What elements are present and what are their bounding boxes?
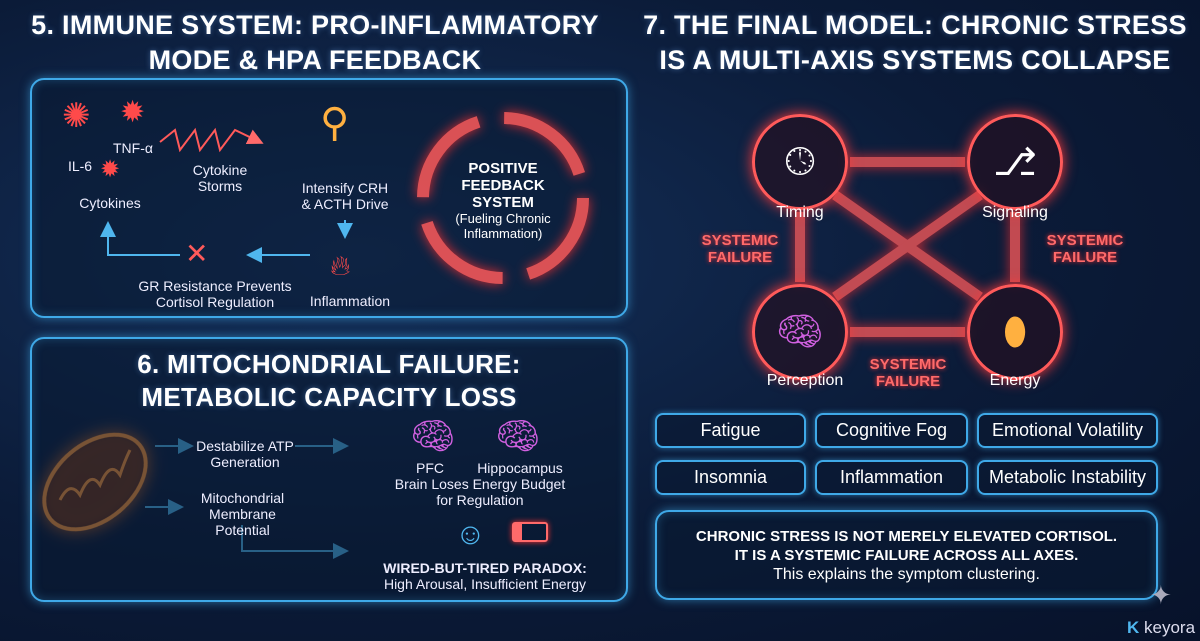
crh-acth-label: Intensify CRH& ACTH Drive [301,180,389,212]
brand-name: keyora [1144,618,1196,637]
mitochondrion-icon: ⬮ [967,284,1063,380]
low-battery-icon [512,522,548,542]
symptom-inflammation: Inflammation [815,460,968,495]
virus-icon: ✺ [62,97,91,135]
brand-logo: K keyora [1127,618,1195,638]
inflammation-label: Inflammation [309,293,391,309]
symptom-metabolic-instability: Metabolic Instability [977,460,1158,495]
flame-icon: 🔥︎ [330,250,351,281]
section6-title: 6. MITOCHONDRIAL FAILURE:METABOLIC CAPAC… [137,349,521,412]
brain-icon: 🧠︎ [495,415,541,456]
mitochondrial-panel [30,337,628,602]
cytokines-label: Cytokines [79,195,141,211]
blocked-receptor-icon: ✕ [185,238,209,269]
node-label-signaling: Signaling [982,204,1048,221]
node-label-perception: Perception [766,372,844,389]
symptom-emotional-volatility: Emotional Volatility [977,413,1158,448]
virus-icon: ✹ [100,156,121,183]
node-label-timing: Timing [776,204,824,221]
cytokine-storm-arrow [159,127,264,153]
tnf-label: TNF-α [113,140,153,156]
positive-feedback-label: POSITIVE FEEDBACK SYSTEM (Fueling Chroni… [455,160,551,241]
brain-icon: 🧠︎ [752,284,848,380]
symptom-insomnia: Insomnia [655,460,806,495]
conclusion-box: CHRONIC STRESS IS NOT MERELY ELEVATED CO… [655,510,1158,600]
pituitary-icon: ⚲ [320,101,350,145]
virus-icon: ✹ [120,96,146,129]
paradox-label: WIRED-BUT-TIRED PARADOX:High Arousal, In… [383,560,587,592]
pfc-label: PFC [416,460,444,476]
hippocampus-label: Hippocampus [477,460,563,476]
symptom-fatigue: Fatigue [655,413,806,448]
il6-label: IL-6 [67,158,93,174]
node-label-energy: Energy [989,372,1041,389]
feedback-loop-ring [417,112,589,284]
network-icon: ⎇ [967,114,1063,210]
sparkle-icon: ✦ [1150,580,1172,610]
symptom-cognitive-fog: Cognitive Fog [815,413,968,448]
clock-icon: 🕓︎ [752,114,848,210]
brain-icon: 🧠︎ [410,415,456,456]
axis-links [795,157,1020,337]
k-logo-icon: K [1127,618,1140,637]
person-icon: ☺ [455,518,486,551]
